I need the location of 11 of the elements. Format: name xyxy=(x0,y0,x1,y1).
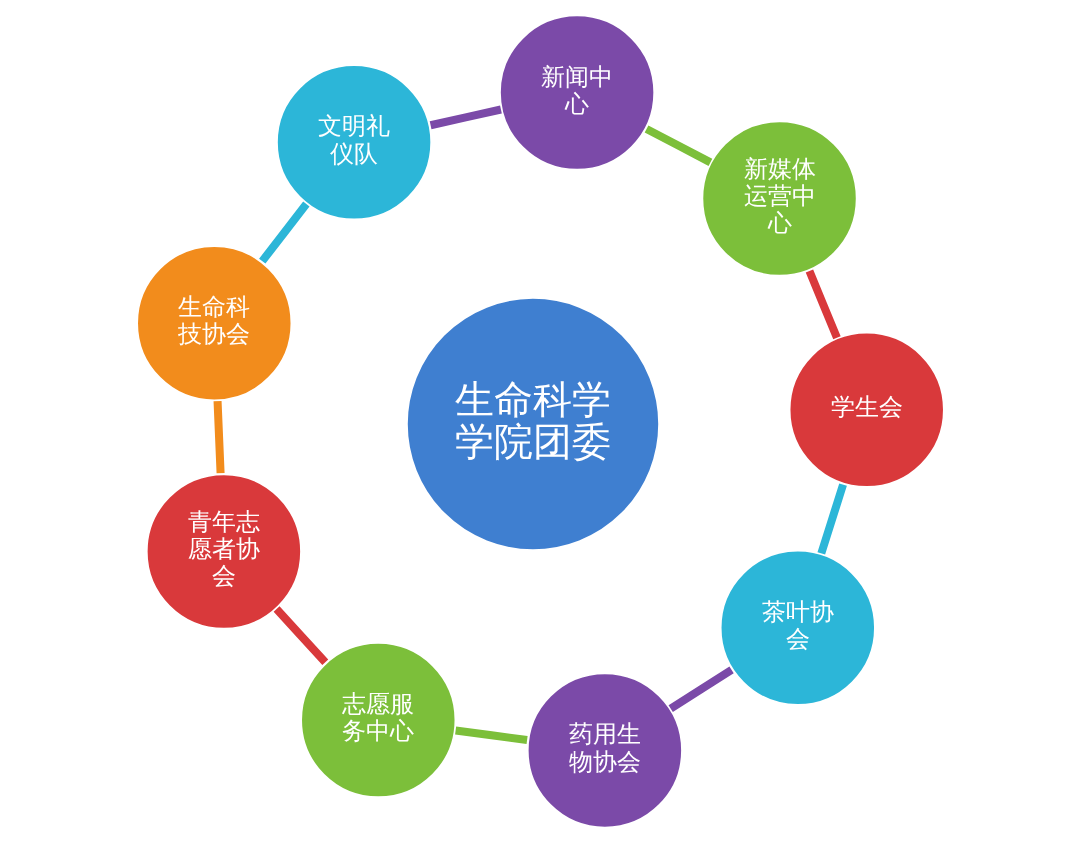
connector xyxy=(429,105,502,130)
connector xyxy=(805,269,841,340)
node-circle: 新闻中心 xyxy=(497,13,657,172)
connector xyxy=(273,606,328,665)
connector xyxy=(258,201,309,264)
connector xyxy=(644,125,712,166)
connector xyxy=(668,666,734,712)
connector xyxy=(454,726,528,744)
connector xyxy=(213,400,225,474)
node-circle: 生命科学学院团委 xyxy=(404,295,661,553)
connector xyxy=(817,483,847,555)
